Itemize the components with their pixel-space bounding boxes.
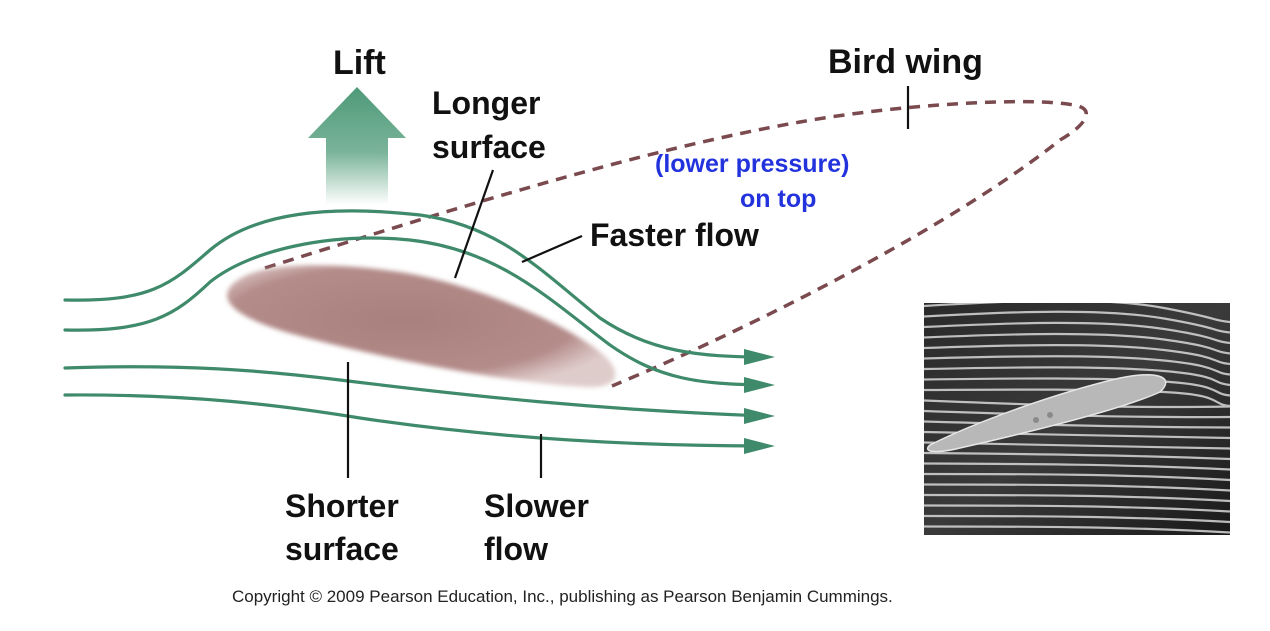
arrowhead-icon (744, 349, 775, 365)
photo-smoke-line (924, 472, 1230, 482)
airfoil-shape (227, 265, 616, 388)
photo-smoke-line (924, 493, 1230, 503)
streamlines (63, 209, 767, 448)
streamline-4 (63, 393, 767, 448)
label-lift: Lift (333, 44, 386, 82)
label-longer-surface-line1: Longer (432, 85, 540, 121)
photo-smoke-line (924, 462, 1230, 471)
photo-smoke-line (924, 321, 1230, 345)
streamline-3 (63, 365, 767, 418)
leader-faster-flow (521, 234, 583, 264)
label-shorter-surface-line1: Shorter (285, 488, 399, 524)
leader-lines (346, 86, 910, 478)
lift-arrow-icon (308, 87, 406, 205)
arrowhead-icon (744, 377, 775, 393)
flow-arrowheads (744, 349, 775, 454)
photo-smoke-line (924, 303, 1230, 324)
label-longer-surface-line2: surface (432, 129, 546, 165)
label-lower-pressure-line2: on top (740, 185, 816, 213)
photo-smoke-line (924, 332, 1230, 355)
arrowhead-icon (744, 438, 775, 454)
photo-smoke-line (924, 310, 1230, 334)
streamline-1 (63, 209, 767, 359)
photo-smoke-line (924, 355, 1230, 376)
copyright-notice: Copyright © 2009 Pearson Education, Inc.… (232, 587, 893, 606)
photo-smoke-line (924, 420, 1230, 429)
leader-longer-surface (453, 169, 495, 279)
photo-smoke-line (924, 514, 1230, 524)
label-lower-pressure-line1: (lower pressure) (655, 150, 850, 178)
label-slower-flow-line2: flow (484, 531, 548, 567)
photo-smoke-line (924, 504, 1230, 513)
photo-smoke-line (924, 451, 1230, 461)
label-slower-flow-line1: Slower (484, 488, 589, 524)
photo-smoke-line (924, 483, 1230, 492)
label-faster-flow: Faster flow (590, 217, 759, 253)
wind-tunnel-photo (924, 303, 1230, 535)
photo-smoke-line (924, 525, 1230, 534)
label-shorter-surface-line2: surface (285, 531, 399, 567)
streamline-2 (63, 236, 767, 387)
arrowhead-icon (744, 408, 775, 424)
bird-wing-outline (264, 99, 1088, 388)
photo-airfoil (927, 374, 1167, 453)
label-bird-wing: Bird wing (828, 43, 983, 81)
photo-smoke-line (924, 366, 1230, 387)
photo-smoke-line (924, 344, 1230, 366)
